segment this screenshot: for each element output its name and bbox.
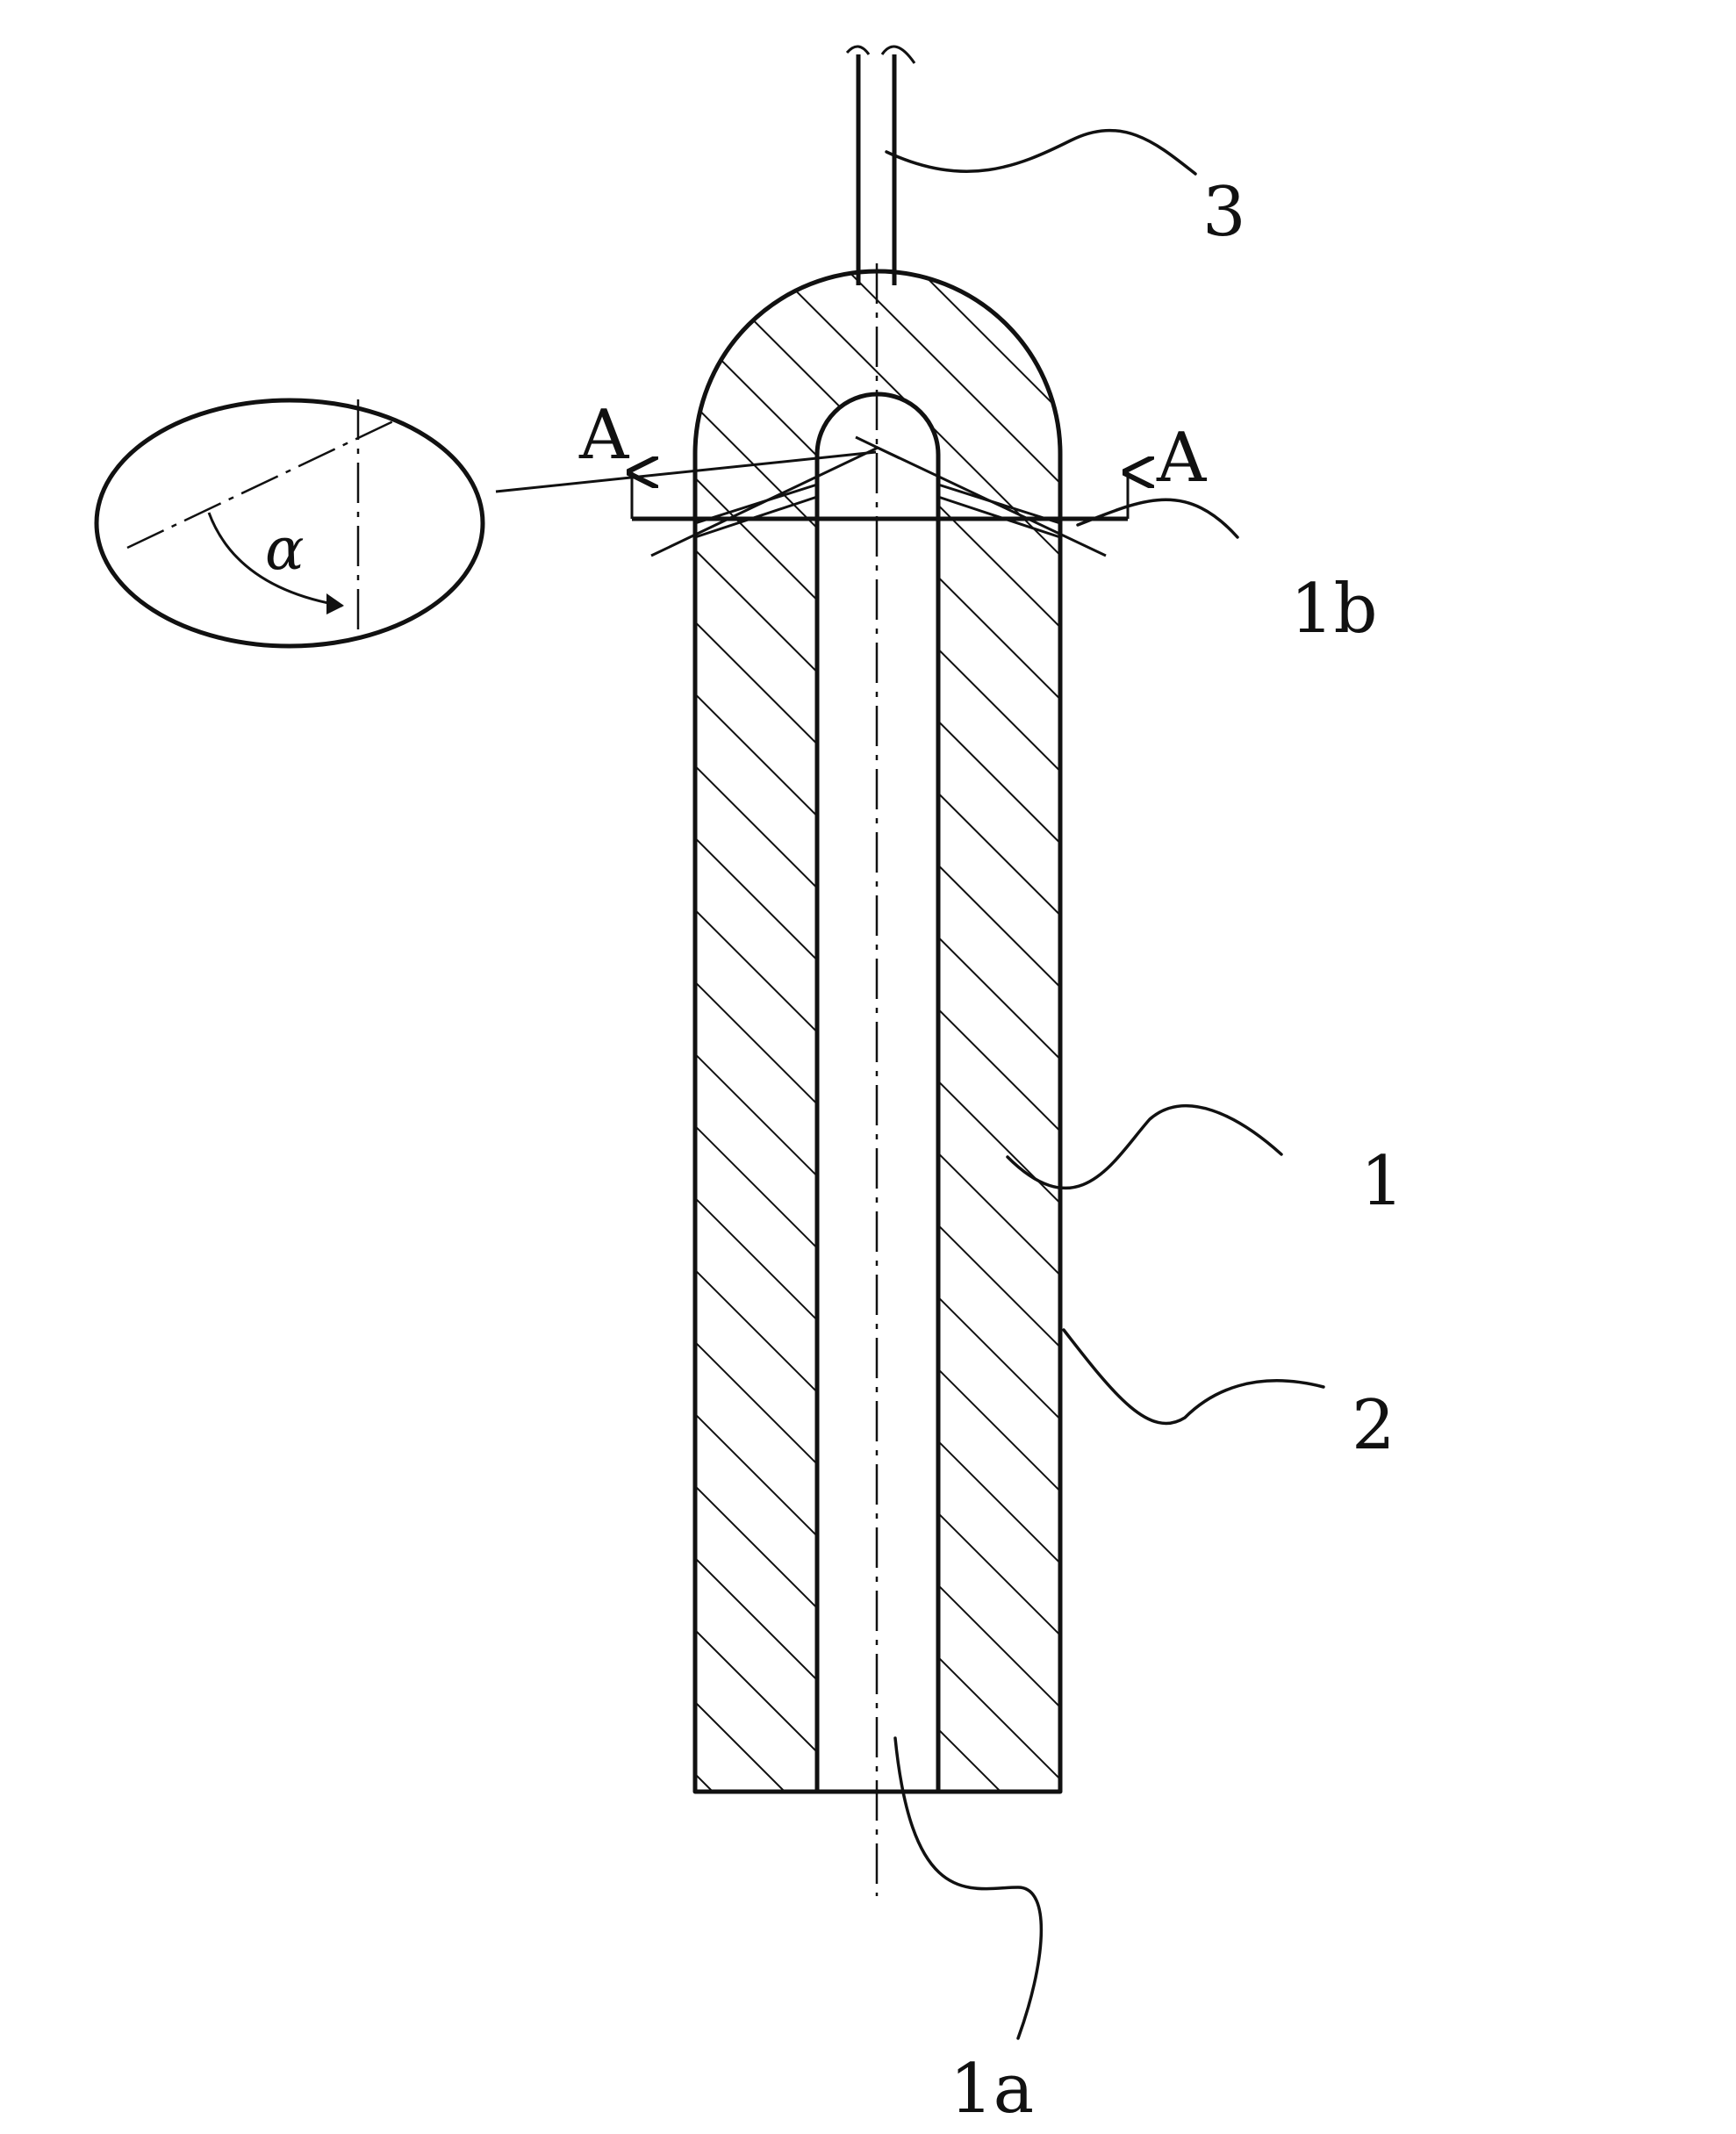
section-indicator xyxy=(632,472,1128,521)
label-body: 1 xyxy=(1360,1142,1404,1221)
label-surface: 2 xyxy=(1352,1386,1395,1465)
leader-2 xyxy=(1062,1328,1325,1426)
hatched-wall xyxy=(695,271,1060,1792)
body-outline xyxy=(692,269,1063,1794)
label-rod: 3 xyxy=(1202,173,1246,252)
leader-1 xyxy=(1006,1104,1283,1190)
angle-detail xyxy=(94,398,877,649)
rod xyxy=(845,45,916,285)
label-section-right: A xyxy=(1156,419,1208,498)
label-section-left: A xyxy=(578,396,630,475)
leader-1a xyxy=(893,1736,1044,2040)
leader-3 xyxy=(885,128,1197,176)
leader-1b xyxy=(1076,498,1239,539)
label-angle: α xyxy=(265,515,305,583)
label-bore: 1a xyxy=(950,2050,1034,2129)
label-hole: 1b xyxy=(1290,570,1378,649)
sleeve-body xyxy=(692,269,1063,1794)
